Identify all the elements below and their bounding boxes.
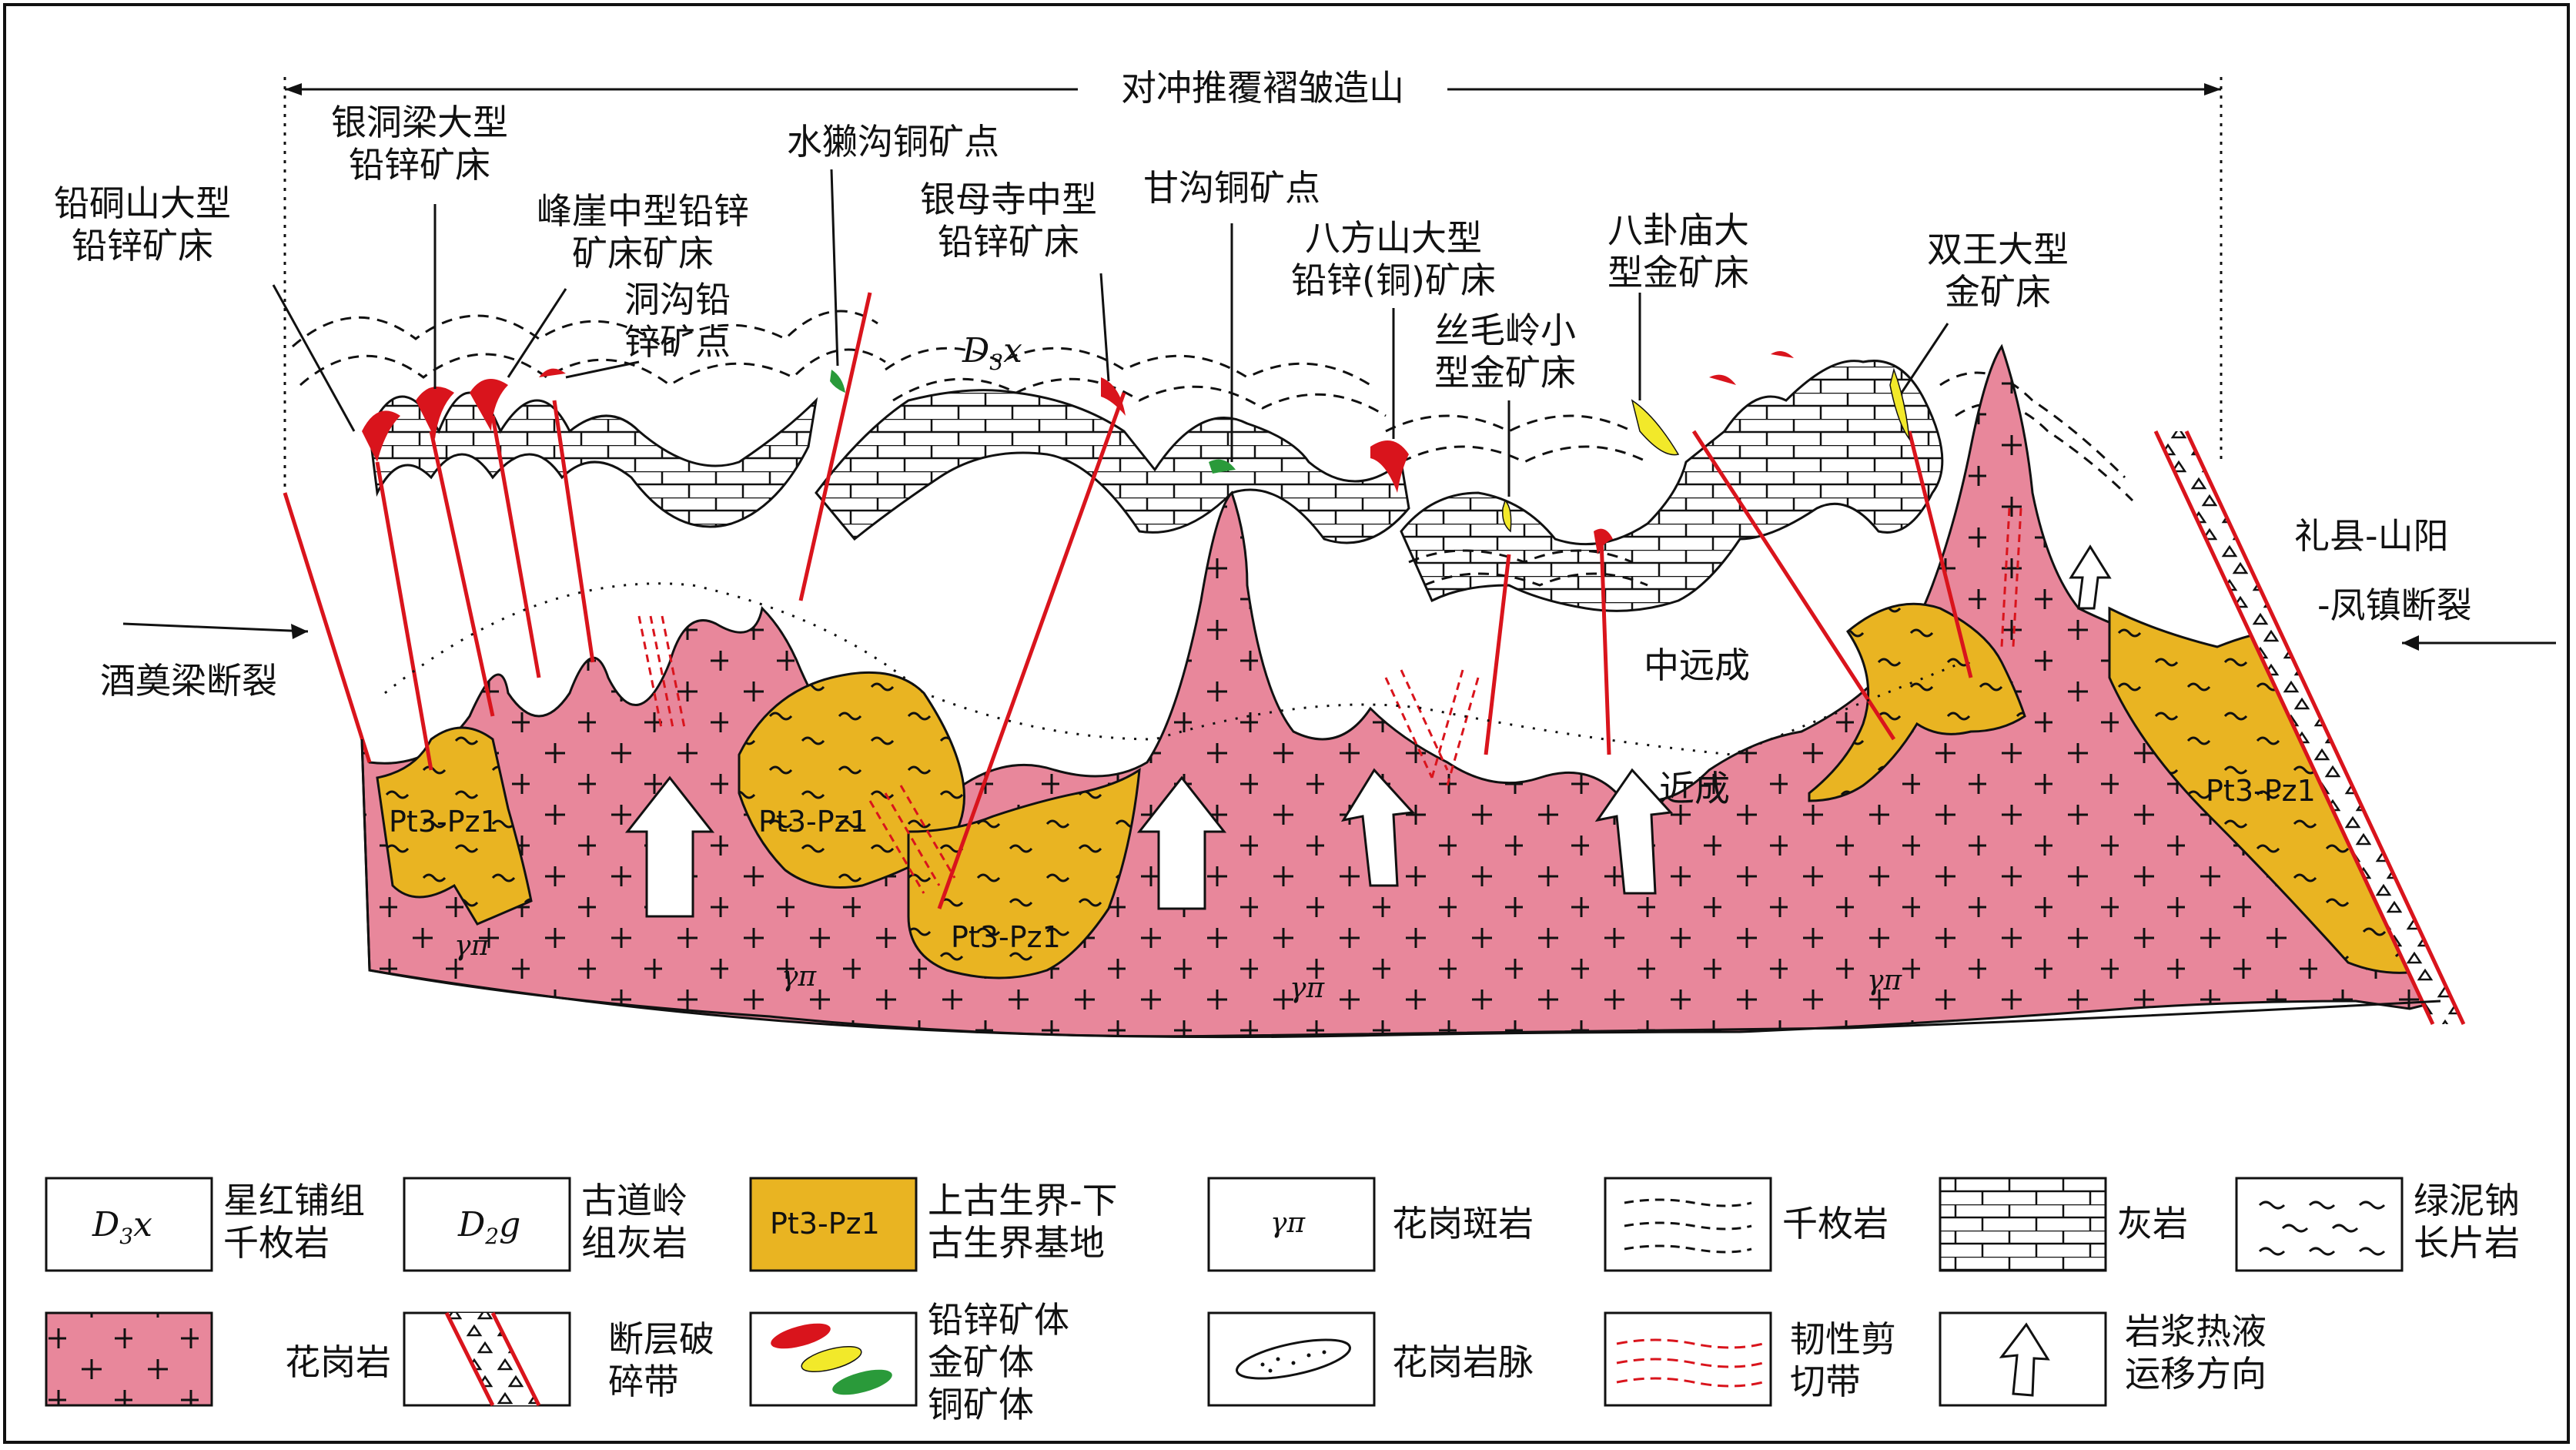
svg-text:金矿体: 金矿体 xyxy=(928,1341,1034,1383)
legend-item-pt-pz: Pt3-Pz1 上古生界-下 古生界基地 xyxy=(749,1177,1118,1272)
metallogenic-zone-boundary xyxy=(384,582,1964,756)
unit-label-gamma-pi-2: γπ xyxy=(781,961,818,993)
deposit-label-3a: 峰崖中型铅锌 xyxy=(537,190,749,232)
limestone-belt-left xyxy=(368,391,818,528)
legend-item-limestone: 灰岩 xyxy=(1939,1177,2188,1272)
svg-text:碎带: 碎带 xyxy=(608,1361,679,1402)
legend-item-fault-breccia: 断层破 碎带 xyxy=(403,1311,714,1407)
zone-label-near: 近成 xyxy=(1659,768,1730,809)
svg-text:断层破: 断层破 xyxy=(608,1318,714,1360)
shear-zones xyxy=(637,507,2022,894)
deposit-label-4a: 洞沟铅 xyxy=(624,279,731,320)
figure-frame xyxy=(3,3,2570,1444)
pbzn-ore-bodies xyxy=(362,351,1794,554)
deposit-label-8a: 八方山大型 xyxy=(1305,217,1482,259)
legend-item-gamma-pi: γπ 花岗斑岩 xyxy=(1207,1177,1534,1272)
svg-text:上古生界-下: 上古生界-下 xyxy=(928,1180,1118,1221)
fault-breccia-zone xyxy=(2156,431,2464,1024)
deposit-label-1a: 铅硐山大型 xyxy=(54,183,231,224)
svg-text:灰岩: 灰岩 xyxy=(2117,1203,2188,1244)
legend-item-shear-zone: 韧性剪 切带 xyxy=(1604,1311,1896,1407)
svg-text:长片岩: 长片岩 xyxy=(2414,1222,2520,1264)
gold-ore-bodies xyxy=(1501,367,1911,533)
svg-text:古道岭: 古道岭 xyxy=(581,1180,687,1221)
unit-label-gamma-pi-4: γπ xyxy=(1867,965,1903,996)
deposit-label-9b: 型金矿床 xyxy=(1434,352,1576,393)
deposit-label-5: 水獭沟铜矿点 xyxy=(787,121,999,162)
section-base xyxy=(360,738,2441,1038)
deposit-label-11b: 金矿床 xyxy=(1945,271,2051,313)
magma-migration-arrows xyxy=(624,544,2112,918)
fault-label-jiumoliang: 酒奠梁断裂 xyxy=(100,660,277,702)
legend-item-d3x: D3x 星红铺组 千枚岩 xyxy=(45,1177,365,1272)
deposit-label-1b: 铅锌矿床 xyxy=(72,225,213,266)
deposit-label-2b: 铅锌矿床 xyxy=(349,144,490,186)
zone-label-middle-far: 中远成 xyxy=(1644,645,1750,686)
svg-text:D2g: D2g xyxy=(457,1205,520,1249)
orogeny-label: 对冲推覆褶皱造山 xyxy=(1121,67,1404,109)
svg-text:千枚岩: 千枚岩 xyxy=(223,1222,330,1264)
deposit-label-11a: 双王大型 xyxy=(1927,229,2069,270)
svg-text:星红铺组: 星红铺组 xyxy=(223,1180,365,1221)
fault-jiumoliang xyxy=(283,492,372,763)
svg-text:Pt3-Pz1: Pt3-Pz1 xyxy=(770,1207,880,1241)
svg-text:花岗斑岩: 花岗斑岩 xyxy=(1392,1203,1534,1244)
unit-label-pt-pz-1: Pt3-Pz1 xyxy=(389,805,499,839)
fault-label-lixian-2: -凤镇断裂 xyxy=(2317,584,2472,626)
basement-block-1 xyxy=(376,726,533,926)
svg-text:切带: 切带 xyxy=(1790,1361,1861,1402)
unit-label-gamma-pi-3: γπ xyxy=(1290,973,1326,1004)
svg-text:韧性剪: 韧性剪 xyxy=(1790,1318,1896,1360)
deposit-label-6a: 银母寺中型 xyxy=(920,179,1097,220)
svg-text:运移方向: 运移方向 xyxy=(2125,1353,2267,1395)
fault-label-lixian-1: 礼县-山阳 xyxy=(2294,515,2449,557)
deposit-label-6b: 铅锌矿床 xyxy=(938,221,1079,263)
legend-item-d2g: D2g 古道岭 组灰岩 xyxy=(403,1177,687,1272)
deposit-label-2a: 银洞梁大型 xyxy=(331,102,508,143)
legend-item-magma-migration: 岩浆热液 运移方向 xyxy=(1939,1311,2267,1407)
svg-text:古生界基地: 古生界基地 xyxy=(928,1222,1105,1264)
svg-text:岩浆热液: 岩浆热液 xyxy=(2125,1311,2267,1352)
deposit-label-9a: 丝毛岭小 xyxy=(1434,310,1576,351)
deposit-label-10a: 八卦庙大 xyxy=(1607,209,1749,251)
deposit-label-8b: 铅锌(铜)矿床 xyxy=(1291,260,1496,301)
svg-text:花岗岩脉: 花岗岩脉 xyxy=(1392,1341,1534,1383)
unit-label-d3x: D3x xyxy=(962,331,1022,375)
deposit-callouts: 铅硐山大型 铅锌矿床 银洞梁大型 铅锌矿床 峰崖中型铅锌 矿床矿床 洞沟铅 锌矿… xyxy=(54,102,2069,497)
legend: D3x 星红铺组 千枚岩 D2g 古道岭 组灰岩 Pt3-Pz1 上古生界-下 … xyxy=(45,1177,2520,1425)
unit-label-pt-pz-2: Pt3-Pz1 xyxy=(758,805,868,839)
fault-labels: 酒奠梁断裂 礼县-山阳 -凤镇断裂 xyxy=(100,515,2556,702)
svg-text:千枚岩: 千枚岩 xyxy=(1782,1203,1889,1244)
svg-text:γπ: γπ xyxy=(1270,1207,1306,1239)
fault-lixian-shanyang xyxy=(2153,430,2435,1026)
legend-item-granite: 花岗岩 xyxy=(45,1311,391,1407)
legend-item-schist: 绿泥钠 长片岩 xyxy=(2235,1177,2520,1272)
legend-item-phyllite: 千枚岩 xyxy=(1604,1177,1889,1272)
deposit-label-7: 甘沟铜矿点 xyxy=(1143,167,1320,209)
basement-block-4 xyxy=(1808,602,2026,802)
copper-ore-bodies xyxy=(830,370,1236,474)
cross-section: D3x Pt3-Pz1 Pt3-Pz1 Pt3-Pz1 Pt3-Pz1 γπ γ… xyxy=(283,292,2466,1039)
legend-item-granite-dike: 花岗岩脉 xyxy=(1207,1311,1534,1407)
unit-label-pt-pz-4: Pt3-Pz1 xyxy=(2206,774,2316,808)
legend-item-ore-bodies: 铅锌矿体 金矿体 铜矿体 xyxy=(749,1299,1069,1425)
deposit-label-3b: 矿床矿床 xyxy=(572,233,714,274)
unit-label-gamma-pi-1: γπ xyxy=(454,930,490,962)
phyllite-waves xyxy=(292,310,2134,587)
basement-block-3 xyxy=(907,767,1141,980)
svg-text:铅锌矿体: 铅锌矿体 xyxy=(928,1299,1069,1341)
deposit-label-10b: 型金矿床 xyxy=(1607,252,1749,293)
svg-text:铜矿体: 铜矿体 xyxy=(928,1384,1034,1425)
orogeny-span: 对冲推覆褶皱造山 xyxy=(283,63,2223,493)
svg-text:组灰岩: 组灰岩 xyxy=(581,1222,687,1264)
unit-label-pt-pz-3: Pt3-Pz1 xyxy=(951,920,1061,954)
svg-text:花岗岩: 花岗岩 xyxy=(285,1341,391,1383)
fault-lines xyxy=(283,292,2466,1026)
svg-text:绿泥钠: 绿泥钠 xyxy=(2414,1180,2520,1221)
deposit-label-4b: 锌矿点 xyxy=(624,321,731,363)
